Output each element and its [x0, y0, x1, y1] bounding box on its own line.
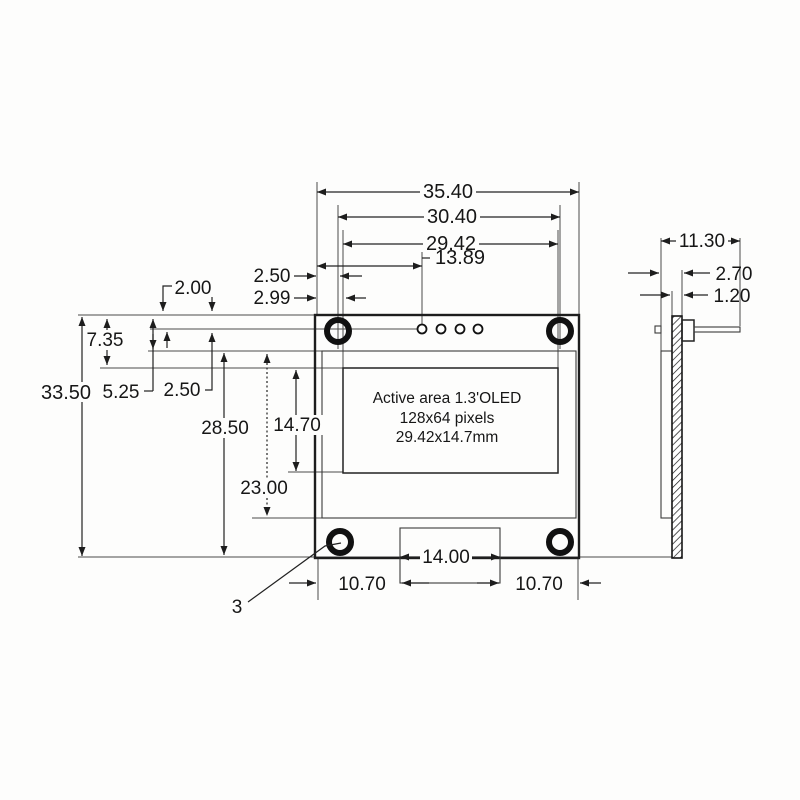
- dim-display-to-bottom: 28.50: [199, 353, 251, 555]
- dim-overall-height-value: 33.50: [41, 382, 91, 404]
- front-dimensions: 35.40 30.40 29.42 13.89 2.50 2.99: [38, 180, 601, 618]
- dim-active-height-value: 14.70: [273, 415, 321, 436]
- dim-hole-diameter-value: 3: [232, 597, 243, 618]
- pin-hole-1: [416, 323, 428, 335]
- dim-pcb-thickness: 1.20: [640, 286, 750, 307]
- dim-top-to-active: 7.35: [84, 319, 126, 365]
- dim-pin-offset-value: 13.89: [435, 247, 485, 269]
- dim-display-thickness-value: 2.70: [716, 264, 753, 285]
- side-pin-header: [681, 319, 695, 342]
- dim-display-to-active-value: 2.50: [164, 380, 201, 401]
- mounting-hole-bottom-left: [326, 528, 354, 556]
- dim-bottom-left-value: 10.70: [338, 574, 386, 595]
- mounting-hole-top-left: [324, 317, 352, 345]
- pin-holes: [416, 323, 484, 335]
- dim-connector-width-value: 14.00: [422, 547, 470, 568]
- dim-pin-offset: 13.89: [317, 247, 485, 270]
- dim-pcb-thickness-value: 1.20: [714, 286, 751, 307]
- side-pin-tip: [654, 325, 662, 334]
- dim-active-height: 14.70: [271, 370, 323, 471]
- dim-active-width-value: 29.42: [426, 233, 476, 255]
- pin-hole-3: [454, 323, 466, 335]
- dim-top-to-hole-value: 2.00: [175, 278, 212, 299]
- mounting-hole-top-right: [546, 317, 574, 345]
- dim-top-to-display: 5.25: [103, 319, 157, 403]
- dim-hole-spacing: 30.40: [338, 205, 560, 228]
- dim-display-height-value: 23.00: [240, 478, 288, 499]
- dim-display-height: 23.00: [238, 354, 290, 516]
- dim-bottom-left: 10.70: [289, 574, 429, 595]
- dim-connector-width: 14.00: [400, 547, 500, 568]
- dim-display-thickness: 2.70: [628, 264, 752, 285]
- active-area-label: Active area 1.3'OLED 128x64 pixels 29.42…: [373, 390, 522, 446]
- dim-hole-spacing-value: 30.40: [427, 206, 477, 228]
- dim-display-to-active: 2.50: [164, 333, 216, 401]
- side-display-panel: [660, 350, 673, 519]
- mounting-hole-bottom-right: [546, 528, 574, 556]
- dim-bottom-right: 10.70: [477, 574, 601, 595]
- dim-depth: 11.30: [661, 230, 740, 252]
- active-area-outline: [342, 367, 559, 474]
- active-area-line1: Active area 1.3'OLED: [373, 390, 522, 407]
- active-area-line3: 29.42x14.7mm: [396, 429, 499, 446]
- side-pin: [693, 326, 741, 333]
- dim-overall-width: 35.40: [317, 180, 579, 203]
- dim-top-to-active-value: 7.35: [87, 330, 124, 351]
- dim-hole-diameter: 3: [232, 542, 342, 618]
- dim-edge-to-hole: 2.50: [254, 266, 362, 287]
- dim-depth-value: 11.30: [679, 231, 725, 252]
- active-area-line2: 128x64 pixels: [400, 410, 495, 427]
- mounting-holes: [324, 317, 574, 556]
- pin-hole-2: [435, 323, 447, 335]
- dim-edge-to-display: 2.99: [254, 288, 366, 309]
- dim-overall-width-value: 35.40: [423, 181, 473, 203]
- dim-edge-to-hole-value: 2.50: [254, 266, 291, 287]
- dim-overall-height: 33.50: [38, 317, 94, 556]
- side-view: 11.30 2.70 1.20: [628, 230, 752, 559]
- dim-active-width: 29.42: [343, 232, 558, 255]
- dim-edge-to-display-value: 2.99: [254, 288, 291, 309]
- side-pcb: [671, 315, 683, 559]
- dim-bottom-right-value: 10.70: [515, 574, 563, 595]
- dim-top-to-hole: 2.00: [159, 278, 216, 348]
- dim-top-to-display-value: 5.25: [103, 382, 140, 403]
- pin-hole-4: [472, 323, 484, 335]
- dim-display-to-bottom-value: 28.50: [201, 418, 249, 439]
